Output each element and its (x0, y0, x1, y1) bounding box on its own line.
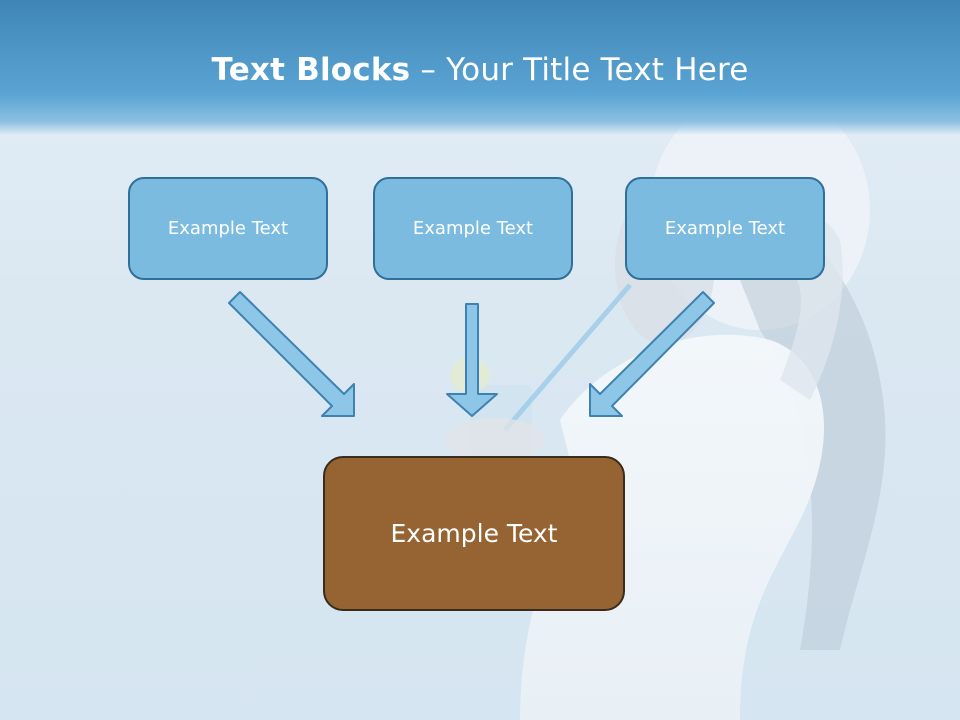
text-block-1-label: Example Text (167, 218, 289, 239)
text-block-3-label: Example Text (664, 218, 786, 239)
arrow-right (589, 291, 715, 417)
title-bold: Text Blocks (211, 52, 411, 88)
text-block-3[interactable]: Example Text (625, 177, 825, 280)
arrow-center (446, 303, 498, 417)
text-block-2[interactable]: Example Text (373, 177, 573, 280)
text-block-2-label: Example Text (412, 218, 534, 239)
arrow-left (228, 291, 355, 417)
slide-title: Text Blocks – Your Title Text Here (0, 52, 960, 88)
text-block-1[interactable]: Example Text (128, 177, 328, 280)
title-banner (0, 0, 960, 135)
title-rest: – Your Title Text Here (410, 52, 749, 88)
center-text-block[interactable]: Example Text (323, 456, 625, 611)
center-text-block-label: Example Text (390, 519, 558, 548)
